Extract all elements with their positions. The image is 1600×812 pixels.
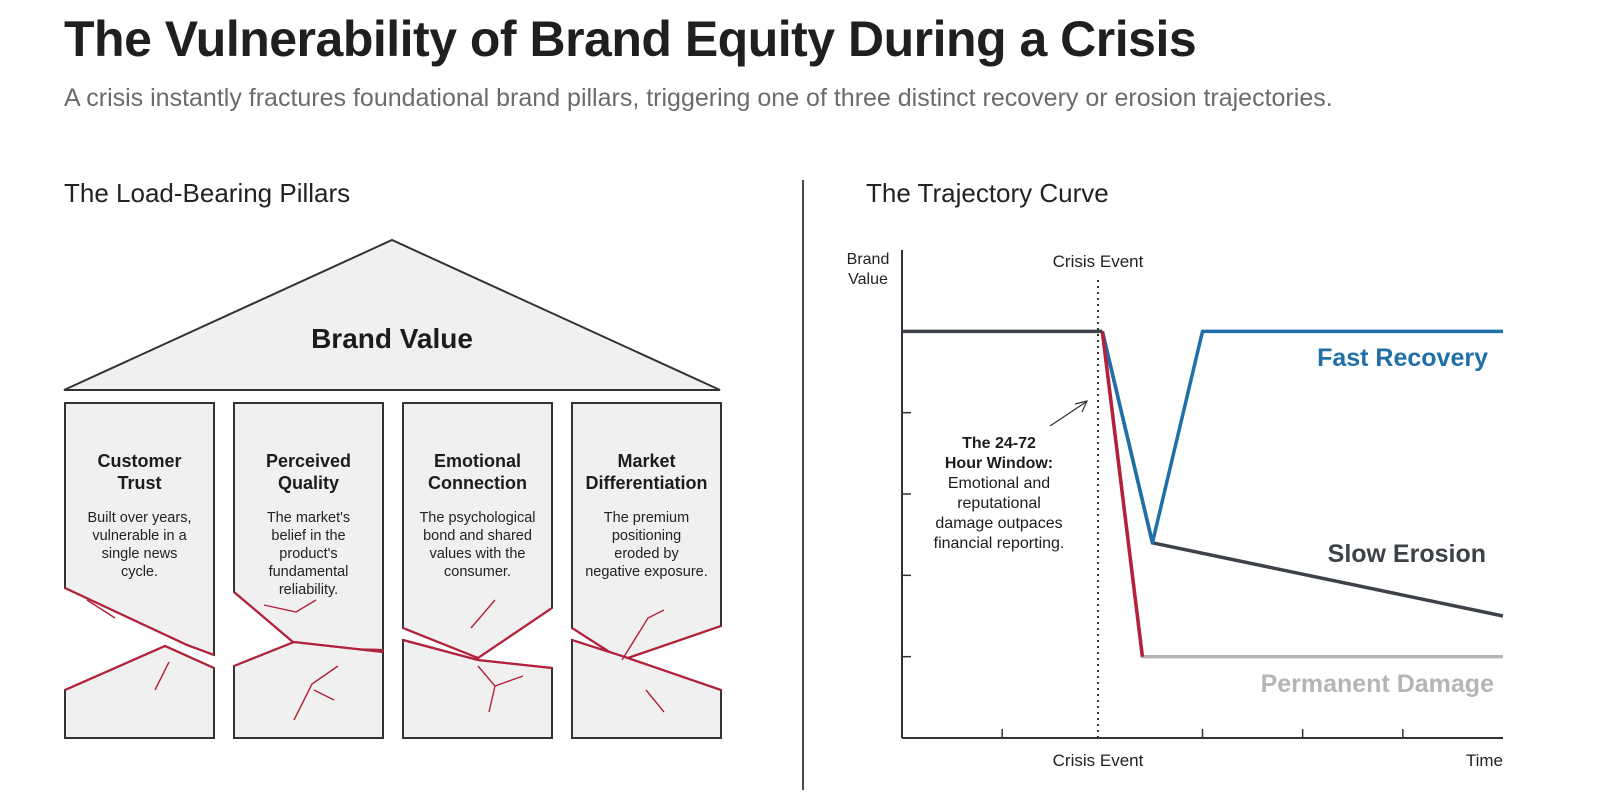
pillar-description: reliability.	[279, 582, 338, 598]
crisis-event-bottom-label: Crisis Event	[1053, 751, 1144, 770]
page-title: The Vulnerability of Brand Equity During…	[64, 11, 1197, 67]
crisis-event-top-label: Crisis Event	[1053, 252, 1144, 271]
roof-label: Brand Value	[311, 323, 473, 354]
series-line-fast-recovery	[1100, 329, 1503, 545]
annotation-body-line3: damage outpaces	[935, 515, 1062, 532]
trajectory-heading: The Trajectory Curve	[866, 178, 1109, 208]
pillar-lower-piece	[64, 644, 215, 739]
pillar-description: negative exposure.	[585, 564, 708, 580]
pillar-fracture-bottom	[64, 644, 215, 692]
pillar-fracture-top	[402, 607, 553, 660]
pillar-description: vulnerable in a	[92, 528, 187, 544]
series-label-permanent-damage: Permanent Damage	[1261, 670, 1495, 698]
pillar-description: eroded by	[614, 546, 679, 562]
trajectory-chart: Brand Value Crisis Event Crisis Event Ti…	[847, 250, 1504, 770]
pillar-lower-piece	[571, 638, 722, 739]
pillar-description: Built over years,	[88, 510, 192, 526]
pillar-crack	[86, 599, 116, 619]
x-axis-label: Time	[1466, 751, 1503, 770]
pillar-description: product's	[279, 546, 337, 562]
pillar-crack	[263, 599, 317, 613]
pillar-description: bond and shared	[423, 528, 532, 544]
annotation-body-line2: reputational	[957, 495, 1041, 512]
pillar-crack	[470, 599, 496, 629]
pillar-crack	[494, 675, 524, 687]
roof	[63, 238, 721, 391]
series-line-slow-erosion	[1100, 330, 1504, 618]
series-label-slow-erosion: Slow Erosion	[1328, 540, 1486, 568]
y-axis-label-line1: Brand	[847, 251, 890, 268]
pillar-fracture-top	[64, 587, 215, 657]
pillar-title: Customer	[97, 451, 181, 471]
pillar-crack	[621, 609, 665, 661]
pillar-fracture-bottom	[233, 640, 384, 668]
pillar-description: positioning	[612, 528, 681, 544]
pillars-heading: The Load-Bearing Pillars	[64, 178, 351, 208]
series-label-fast-recovery: Fast Recovery	[1317, 344, 1488, 372]
series-drop-permanent	[1100, 331, 1145, 657]
y-axis-label-line2: Value	[848, 271, 888, 288]
pillar-description: The market's	[267, 510, 350, 526]
annotation-body-line1: Emotional and	[948, 475, 1050, 492]
annotation-title-line1: The 24-72	[962, 435, 1036, 452]
pillar-description: fundamental	[269, 564, 349, 580]
pillar-crack	[293, 665, 339, 721]
pillar-title: Perceived	[266, 451, 351, 471]
pillar-description: cycle.	[121, 564, 158, 580]
pillar-description: The psychological	[419, 510, 535, 526]
pillar-title: Quality	[278, 473, 339, 493]
pillar-description: values with the	[430, 546, 526, 562]
pillar-description: consumer.	[444, 564, 511, 580]
annotation-title-line2: Hour Window:	[945, 455, 1053, 472]
annotation-arrow	[1049, 401, 1087, 427]
pillar-crack	[645, 689, 665, 713]
pillar-title: Differentiation	[585, 473, 707, 493]
pillar-title: Emotional	[434, 451, 521, 471]
pillar-upper-piece	[233, 402, 384, 652]
pillar-title: Connection	[428, 473, 527, 493]
pillar-title: Market	[617, 451, 675, 471]
pillar-fracture-bottom	[402, 638, 553, 670]
pillar-title: Trust	[117, 473, 161, 493]
annotation-arrowhead	[1074, 400, 1089, 413]
pillar-crack	[313, 689, 335, 701]
annotation-body-line4: financial reporting.	[934, 535, 1065, 552]
pillar-crack	[154, 661, 170, 691]
pillar-description: The premium	[604, 510, 689, 526]
pillar-description: single news	[102, 546, 178, 562]
panel-divider	[802, 180, 804, 790]
pillar-description: belief in the	[271, 528, 345, 544]
page-subtitle: A crisis instantly fractures foundationa…	[64, 84, 1333, 112]
pillar-fracture-bottom	[571, 638, 722, 692]
